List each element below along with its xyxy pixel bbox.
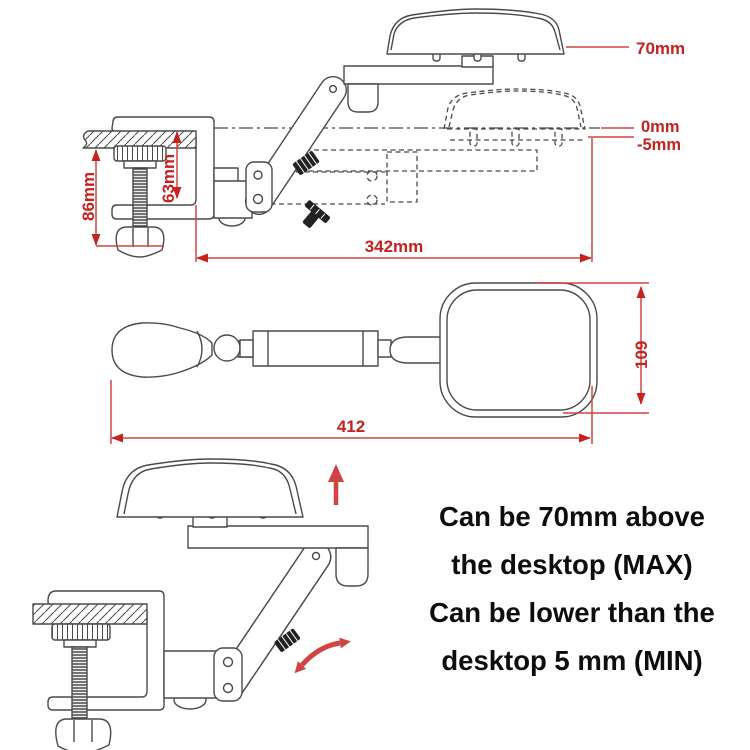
clamp-screw-rod bbox=[132, 167, 148, 230]
side-view-pad-support bbox=[328, 55, 494, 113]
top-view-joint bbox=[213, 334, 241, 362]
arm-lower-bracket bbox=[213, 647, 243, 702]
dim-label-412: 412 bbox=[337, 417, 365, 436]
clamp-screw-nut bbox=[51, 623, 111, 641]
dim-label-86mm: 86mm bbox=[79, 172, 98, 221]
side-view-dimension-labels: 70mm 0mm -5mm 86mm 63mm 342mm bbox=[79, 39, 685, 256]
tilt-knob-black bbox=[302, 200, 330, 228]
adjustment-view-pad-support bbox=[187, 513, 369, 587]
clamp-screw-knob bbox=[115, 226, 165, 258]
annotation-line-3: Can be lower than the bbox=[429, 597, 715, 628]
adjustment-screw-black bbox=[274, 628, 301, 652]
dim-label-342mm: 342mm bbox=[365, 237, 424, 256]
top-view-pad-inner bbox=[446, 289, 591, 411]
desk-surface bbox=[82, 130, 197, 149]
dim-label-109: 109 bbox=[632, 341, 651, 369]
motion-arrows bbox=[294, 464, 351, 674]
clamp-screw-rod bbox=[71, 646, 88, 719]
adjustment-view-pad bbox=[116, 458, 304, 519]
dim-label-minus5mm: -5mm bbox=[637, 136, 681, 154]
adjustment-view-drawing bbox=[32, 458, 369, 750]
side-view-pad bbox=[386, 8, 565, 62]
annotation-line-4: desktop 5 mm (MIN) bbox=[441, 645, 703, 676]
side-view-dimensions bbox=[91, 46, 634, 263]
side-view-drawing bbox=[82, 8, 600, 258]
adjustment-view-clamp bbox=[32, 590, 217, 750]
top-view-clamp-body bbox=[111, 322, 213, 378]
top-view-drawing bbox=[111, 282, 598, 418]
dim-label-70mm: 70mm bbox=[636, 39, 685, 58]
side-view-clamp bbox=[82, 116, 253, 258]
rotate-arrow-icon bbox=[294, 637, 351, 674]
side-view-arm bbox=[245, 76, 347, 215]
top-view-pad-outer bbox=[439, 282, 598, 418]
top-view-dimension-labels: 109 412 bbox=[337, 341, 651, 436]
dim-label-0mm: 0mm bbox=[641, 118, 680, 136]
desk-surface bbox=[32, 603, 148, 625]
adjustment-view-arm bbox=[213, 541, 332, 702]
dim-label-63mm: 63mm bbox=[159, 154, 178, 203]
top-view-pad-stem bbox=[389, 336, 442, 364]
arm-lower-bracket bbox=[245, 161, 273, 213]
adjustment-screw-black bbox=[292, 151, 330, 228]
top-view-link-bar bbox=[252, 330, 379, 367]
annotation-line-2: the desktop (MAX) bbox=[451, 549, 693, 580]
annotation-line-1: Can be 70mm above bbox=[439, 501, 705, 532]
up-arrow-icon bbox=[328, 464, 344, 505]
annotation-text: Can be 70mm above the desktop (MAX) Can … bbox=[398, 493, 746, 685]
clamp-screw-knob bbox=[55, 718, 112, 750]
top-view-dimensions bbox=[110, 282, 649, 444]
